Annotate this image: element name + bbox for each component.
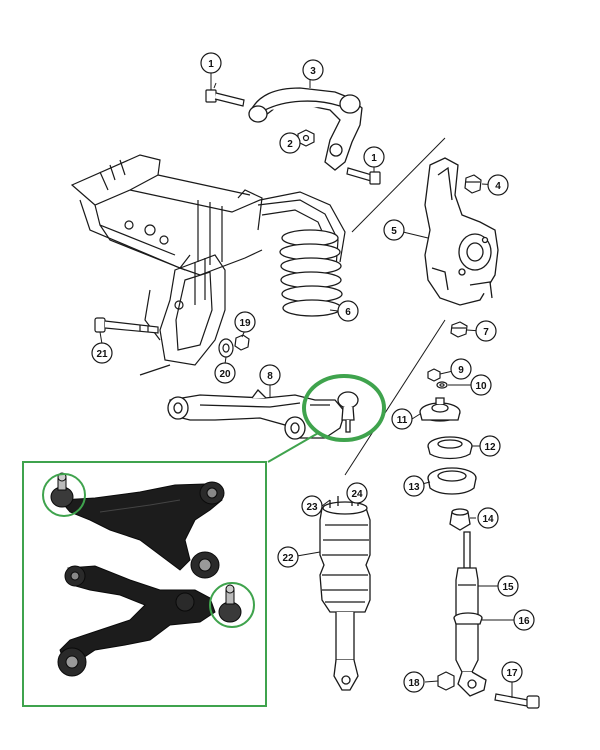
- inset-lower-arm: [57, 565, 216, 677]
- highlight-ball-joint-circle: [302, 374, 386, 442]
- shock-absorber-15: [455, 531, 479, 673]
- frame-bracket: [139, 254, 226, 376]
- callout-10: 10: [470, 374, 492, 396]
- callout-bubbles: 1 1 2 3 4 5 6 7 8 9 10 11 12 13 14 15 16…: [91, 52, 535, 693]
- callout-22: 22: [277, 546, 299, 568]
- nut-9: [427, 368, 441, 382]
- callout-14: 14: [477, 507, 499, 529]
- svg-text:16: 16: [518, 616, 530, 627]
- svg-text:17: 17: [506, 668, 518, 679]
- callout-18: 18: [403, 671, 425, 693]
- inset-highlight-top: [42, 473, 86, 517]
- svg-text:14: 14: [482, 514, 494, 525]
- svg-text:2: 2: [287, 139, 293, 150]
- svg-text:23: 23: [306, 502, 318, 513]
- lower-ball-joint: [337, 391, 359, 433]
- callout-5: 5: [383, 219, 405, 241]
- upper-mount-11: [419, 397, 461, 422]
- shock-lower-eye: [457, 671, 487, 697]
- bump-stop-14: [449, 508, 471, 531]
- highlight-connector: [267, 431, 321, 463]
- svg-text:5: 5: [391, 226, 397, 237]
- bolt-21: [94, 317, 159, 334]
- leader-lines: [213, 82, 446, 476]
- svg-text:3: 3: [310, 66, 316, 77]
- svg-text:11: 11: [397, 415, 408, 426]
- callout-21: 21: [91, 342, 113, 364]
- nut-18: [437, 671, 455, 691]
- callout-20: 20: [214, 362, 236, 384]
- inset-lower-ball-joint: [218, 584, 242, 623]
- svg-text:24: 24: [351, 489, 363, 500]
- svg-text:1: 1: [371, 153, 377, 164]
- callout-4: 4: [487, 174, 509, 196]
- callout-6: 6: [337, 300, 359, 322]
- callout-17: 17: [501, 661, 523, 683]
- svg-text:15: 15: [502, 582, 514, 593]
- bolt-1-top: [205, 89, 245, 107]
- nut-19: [234, 334, 250, 351]
- nut-4: [464, 174, 482, 194]
- knuckle-5: [424, 157, 499, 306]
- svg-text:8: 8: [267, 371, 273, 382]
- svg-text:6: 6: [345, 307, 351, 318]
- callout-11: 11: [391, 408, 413, 430]
- callout-13: 13: [403, 475, 425, 497]
- svg-text:4: 4: [495, 181, 501, 192]
- upper-control-arm-3: [248, 87, 363, 171]
- inset-upper-arm: [58, 481, 225, 579]
- svg-text:20: 20: [219, 369, 231, 380]
- air-spring-22: [319, 490, 371, 691]
- callout-19: 19: [234, 311, 256, 333]
- callout-2: 2: [279, 132, 301, 154]
- bearing-12: [427, 436, 473, 460]
- washer-10: [436, 381, 448, 389]
- spring-seat-16: [453, 612, 483, 625]
- svg-text:18: 18: [408, 678, 420, 689]
- callout-7: 7: [475, 320, 497, 342]
- callout-1-top: 1: [200, 52, 222, 74]
- callout-24: 24: [346, 482, 368, 504]
- callout-1-mid: 1: [363, 146, 385, 168]
- svg-text:22: 22: [282, 553, 294, 564]
- svg-text:7: 7: [483, 327, 489, 338]
- coil-spring-6: [279, 229, 343, 317]
- callout-16: 16: [513, 609, 535, 631]
- svg-text:13: 13: [408, 482, 420, 493]
- callout-9: 9: [450, 358, 472, 380]
- callout-15: 15: [497, 575, 519, 597]
- lower-control-arm-8: [167, 389, 346, 440]
- callout-23: 23: [301, 495, 323, 517]
- callout-12: 12: [479, 435, 501, 457]
- svg-text:19: 19: [239, 318, 251, 329]
- svg-text:9: 9: [458, 365, 464, 376]
- callout-3: 3: [302, 59, 324, 81]
- svg-text:10: 10: [475, 381, 487, 392]
- svg-text:12: 12: [484, 442, 496, 453]
- bolt-1-mid: [346, 167, 381, 185]
- bolt-17: [494, 693, 540, 709]
- inset-upper-ball-joint: [50, 472, 74, 508]
- nut-7: [450, 321, 468, 338]
- inset-highlight-bottom: [209, 582, 255, 628]
- callout-8: 8: [259, 364, 281, 386]
- spring-seat-13: [427, 467, 477, 495]
- svg-text:1: 1: [208, 59, 214, 70]
- svg-text:21: 21: [96, 349, 108, 360]
- washer-20: [218, 338, 234, 358]
